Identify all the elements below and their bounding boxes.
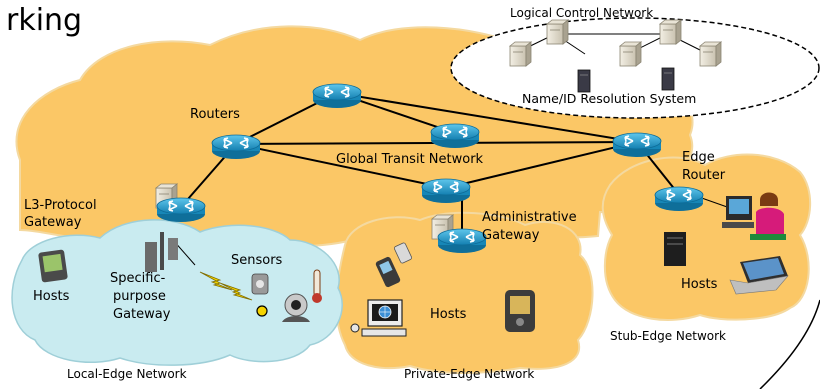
admin-gateway-router-icon	[437, 228, 487, 254]
transit-links	[180, 92, 681, 238]
resolution-server-icon	[577, 67, 675, 93]
pda-icon	[505, 290, 535, 332]
special-gateway-label-line3: Gateway	[113, 307, 171, 322]
private-edge-hosts-label: Hosts	[430, 307, 467, 322]
control-server-icon	[659, 19, 682, 45]
stub-edge-network-label: Stub-Edge Network	[610, 329, 726, 343]
special-gateway-label-line2: purpose	[113, 289, 166, 304]
router-icon	[312, 83, 362, 109]
laptop-icon	[729, 256, 789, 295]
control-server-icon	[699, 41, 722, 67]
edge-router-label-line2: Router	[682, 168, 726, 183]
l3-gateway-label-line2: Gateway	[24, 215, 82, 230]
local-edge-network-label: Local-Edge Network	[67, 367, 187, 381]
sensors-label: Sensors	[231, 253, 283, 268]
admin-gateway-label-line2: Gateway	[482, 228, 540, 243]
private-edge-network-label: Private-Edge Network	[404, 367, 534, 381]
stub-edge-hosts-label: Hosts	[681, 277, 718, 292]
l3-gateway-label-line1: L3-Protocol	[24, 198, 97, 213]
local-edge-hosts-label: Hosts	[33, 289, 70, 304]
mobile-phone-icon	[375, 242, 412, 288]
router-icon	[612, 132, 662, 158]
router-icon	[421, 178, 471, 204]
edge-router-label-line1: Edge	[682, 150, 715, 165]
control-server-icon	[546, 19, 569, 45]
routers-label: Routers	[190, 107, 240, 122]
wireless-signal-icon	[199, 271, 253, 301]
desktop-tower-icon	[664, 232, 686, 266]
page-curl-decoration	[759, 299, 820, 389]
control-server-icon	[509, 41, 532, 67]
logical-control-network: Logical Control Network Name/ID Resoluti…	[450, 6, 820, 119]
webcam-icon	[282, 293, 310, 322]
admin-gateway-label-line1: Administrative	[482, 210, 577, 225]
global-transit-network-label: Global Transit Network	[336, 152, 484, 167]
sensor-indicator-icon	[256, 305, 268, 317]
slide-title-fragment: rking	[6, 3, 82, 38]
thermometer-icon	[312, 269, 322, 303]
l3-gateway-router-icon	[156, 197, 206, 223]
sensor-device-icon	[251, 273, 269, 295]
router-icon	[211, 134, 261, 160]
desktop-computer-icon	[350, 299, 407, 337]
special-gateway-device-icon	[145, 232, 178, 272]
logical-control-network-label: Logical Control Network	[510, 6, 653, 20]
control-server-icon	[619, 41, 642, 67]
router-icon	[430, 123, 480, 149]
handheld-device-icon	[38, 249, 68, 283]
workstation-user-icon	[722, 192, 786, 240]
local-edge-cloud	[11, 219, 343, 366]
special-gateway-label-line1: Specific-	[110, 271, 166, 286]
resolution-system-label: Name/ID Resolution System	[522, 91, 696, 106]
edge-router-icon	[654, 186, 704, 212]
